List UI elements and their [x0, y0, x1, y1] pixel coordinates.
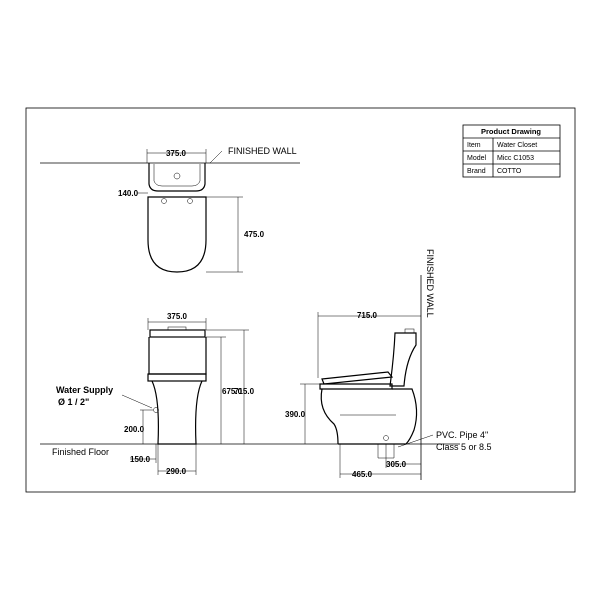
table-key-model: Model [467, 155, 487, 162]
pipe-label-line2: Class 5 or 8.5 [436, 442, 492, 452]
side-depth-dim: 715.0 [357, 311, 378, 320]
table-key-brand: Brand [467, 168, 486, 175]
side-seat-height-dim: 390.0 [285, 410, 306, 419]
finished-floor-label: Finished Floor [52, 447, 109, 457]
table-value-brand: COTTO [497, 168, 522, 175]
table-value-item: Water Closet [497, 142, 537, 149]
front-width-dim: 375.0 [167, 312, 188, 321]
front-height-715-dim: 715.0 [234, 387, 255, 396]
top-bowl-length-dim: 475.0 [244, 230, 265, 239]
supply-height-dim: 200.0 [124, 425, 145, 434]
top-finished-wall-label: FINISHED WALL [228, 146, 297, 156]
front-view: 375.0 Water Supply Ø 1 / 2" 200.0 675.0 … [56, 312, 255, 476]
product-table: Product Drawing Item Water Closet Model … [462, 124, 561, 178]
side-base-depth-dim: 465.0 [352, 470, 373, 479]
front-base-width-dim: 290.0 [166, 467, 187, 476]
front-height-675-dim: 675.0 [222, 387, 243, 396]
side-view: FINISHED WALL 715.0 390.0 PVC. Pipe 4" C… [285, 249, 492, 480]
drawing-border [25, 107, 576, 493]
table-title: Product Drawing [481, 127, 541, 136]
table-value-model: Micc C1053 [497, 155, 534, 162]
side-rough-in-dim: 305.0 [386, 460, 407, 469]
pipe-label-line1: PVC. Pipe 4" [436, 430, 488, 440]
table-key-item: Item [467, 142, 481, 149]
top-tank-depth-dim: 140.0 [118, 189, 139, 198]
top-view: FINISHED WALL 375.0 140.0 475.0 [40, 146, 300, 273]
side-finished-wall-label: FINISHED WALL [425, 249, 435, 318]
top-width-dim: 375.0 [166, 149, 187, 158]
supply-offset-dim: 150.0 [130, 455, 151, 464]
water-supply-label: Water Supply [56, 385, 113, 395]
water-supply-size: Ø 1 / 2" [58, 397, 89, 407]
